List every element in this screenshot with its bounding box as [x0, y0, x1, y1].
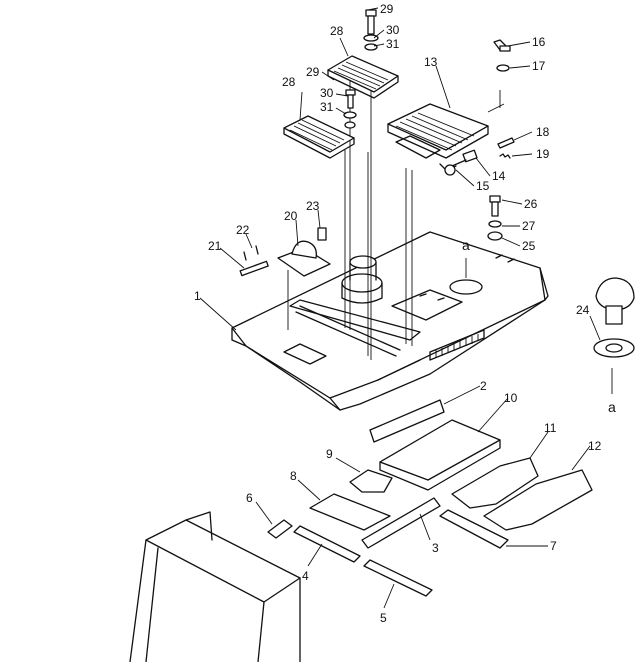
callout-23: 23	[306, 199, 320, 213]
callout-25: 25	[522, 239, 536, 253]
callout-31: 31	[320, 100, 334, 114]
callout-4: 4	[302, 569, 309, 583]
callout-15: 15	[476, 179, 490, 193]
callout-11: 11	[544, 421, 557, 435]
hardware	[239, 9, 635, 358]
mats	[267, 399, 593, 597]
callout-17: 17	[532, 59, 546, 73]
pedal-left	[283, 115, 355, 159]
callout-7: 7	[550, 539, 557, 553]
callout-13: 13	[424, 55, 438, 69]
callout-24: 24	[576, 303, 590, 317]
ref-a-lower: a	[608, 399, 616, 415]
callout-28: 28	[282, 75, 296, 89]
callout-28: 28	[330, 24, 344, 38]
callout-30: 30	[320, 86, 334, 100]
callout-29: 29	[380, 2, 394, 16]
callout-16: 16	[532, 35, 546, 49]
callout-22: 22	[236, 223, 250, 237]
explode-lines	[287, 72, 613, 394]
ref-a-upper: a	[462, 237, 470, 253]
callout-10: 10	[504, 391, 518, 405]
callout-19: 19	[536, 147, 550, 161]
callout-30: 30	[386, 23, 400, 37]
callout-18: 18	[536, 125, 550, 139]
pedal-right-13	[387, 103, 489, 171]
callout-20: 20	[284, 209, 298, 223]
callout-26: 26	[524, 197, 538, 211]
leader-lines	[199, 7, 601, 609]
callout-14: 14	[492, 169, 506, 183]
callout-6: 6	[246, 491, 253, 505]
callout-29: 29	[306, 65, 320, 79]
callout-9: 9	[326, 447, 333, 461]
callout-labels: 29 30 31 28 29 28 30 31 13 16 17 18 19 1…	[194, 2, 616, 625]
callout-27: 27	[522, 219, 536, 233]
floor-plate	[231, 231, 549, 411]
callout-5: 5	[380, 611, 387, 625]
callout-8: 8	[290, 469, 297, 483]
callout-2: 2	[480, 379, 487, 393]
callout-3: 3	[432, 541, 439, 555]
callout-1: 1	[194, 289, 201, 303]
callout-21: 21	[208, 239, 222, 253]
rear-panel	[129, 511, 301, 663]
pedal-upper	[327, 55, 399, 99]
callout-31: 31	[386, 37, 400, 51]
callout-12: 12	[588, 439, 602, 453]
